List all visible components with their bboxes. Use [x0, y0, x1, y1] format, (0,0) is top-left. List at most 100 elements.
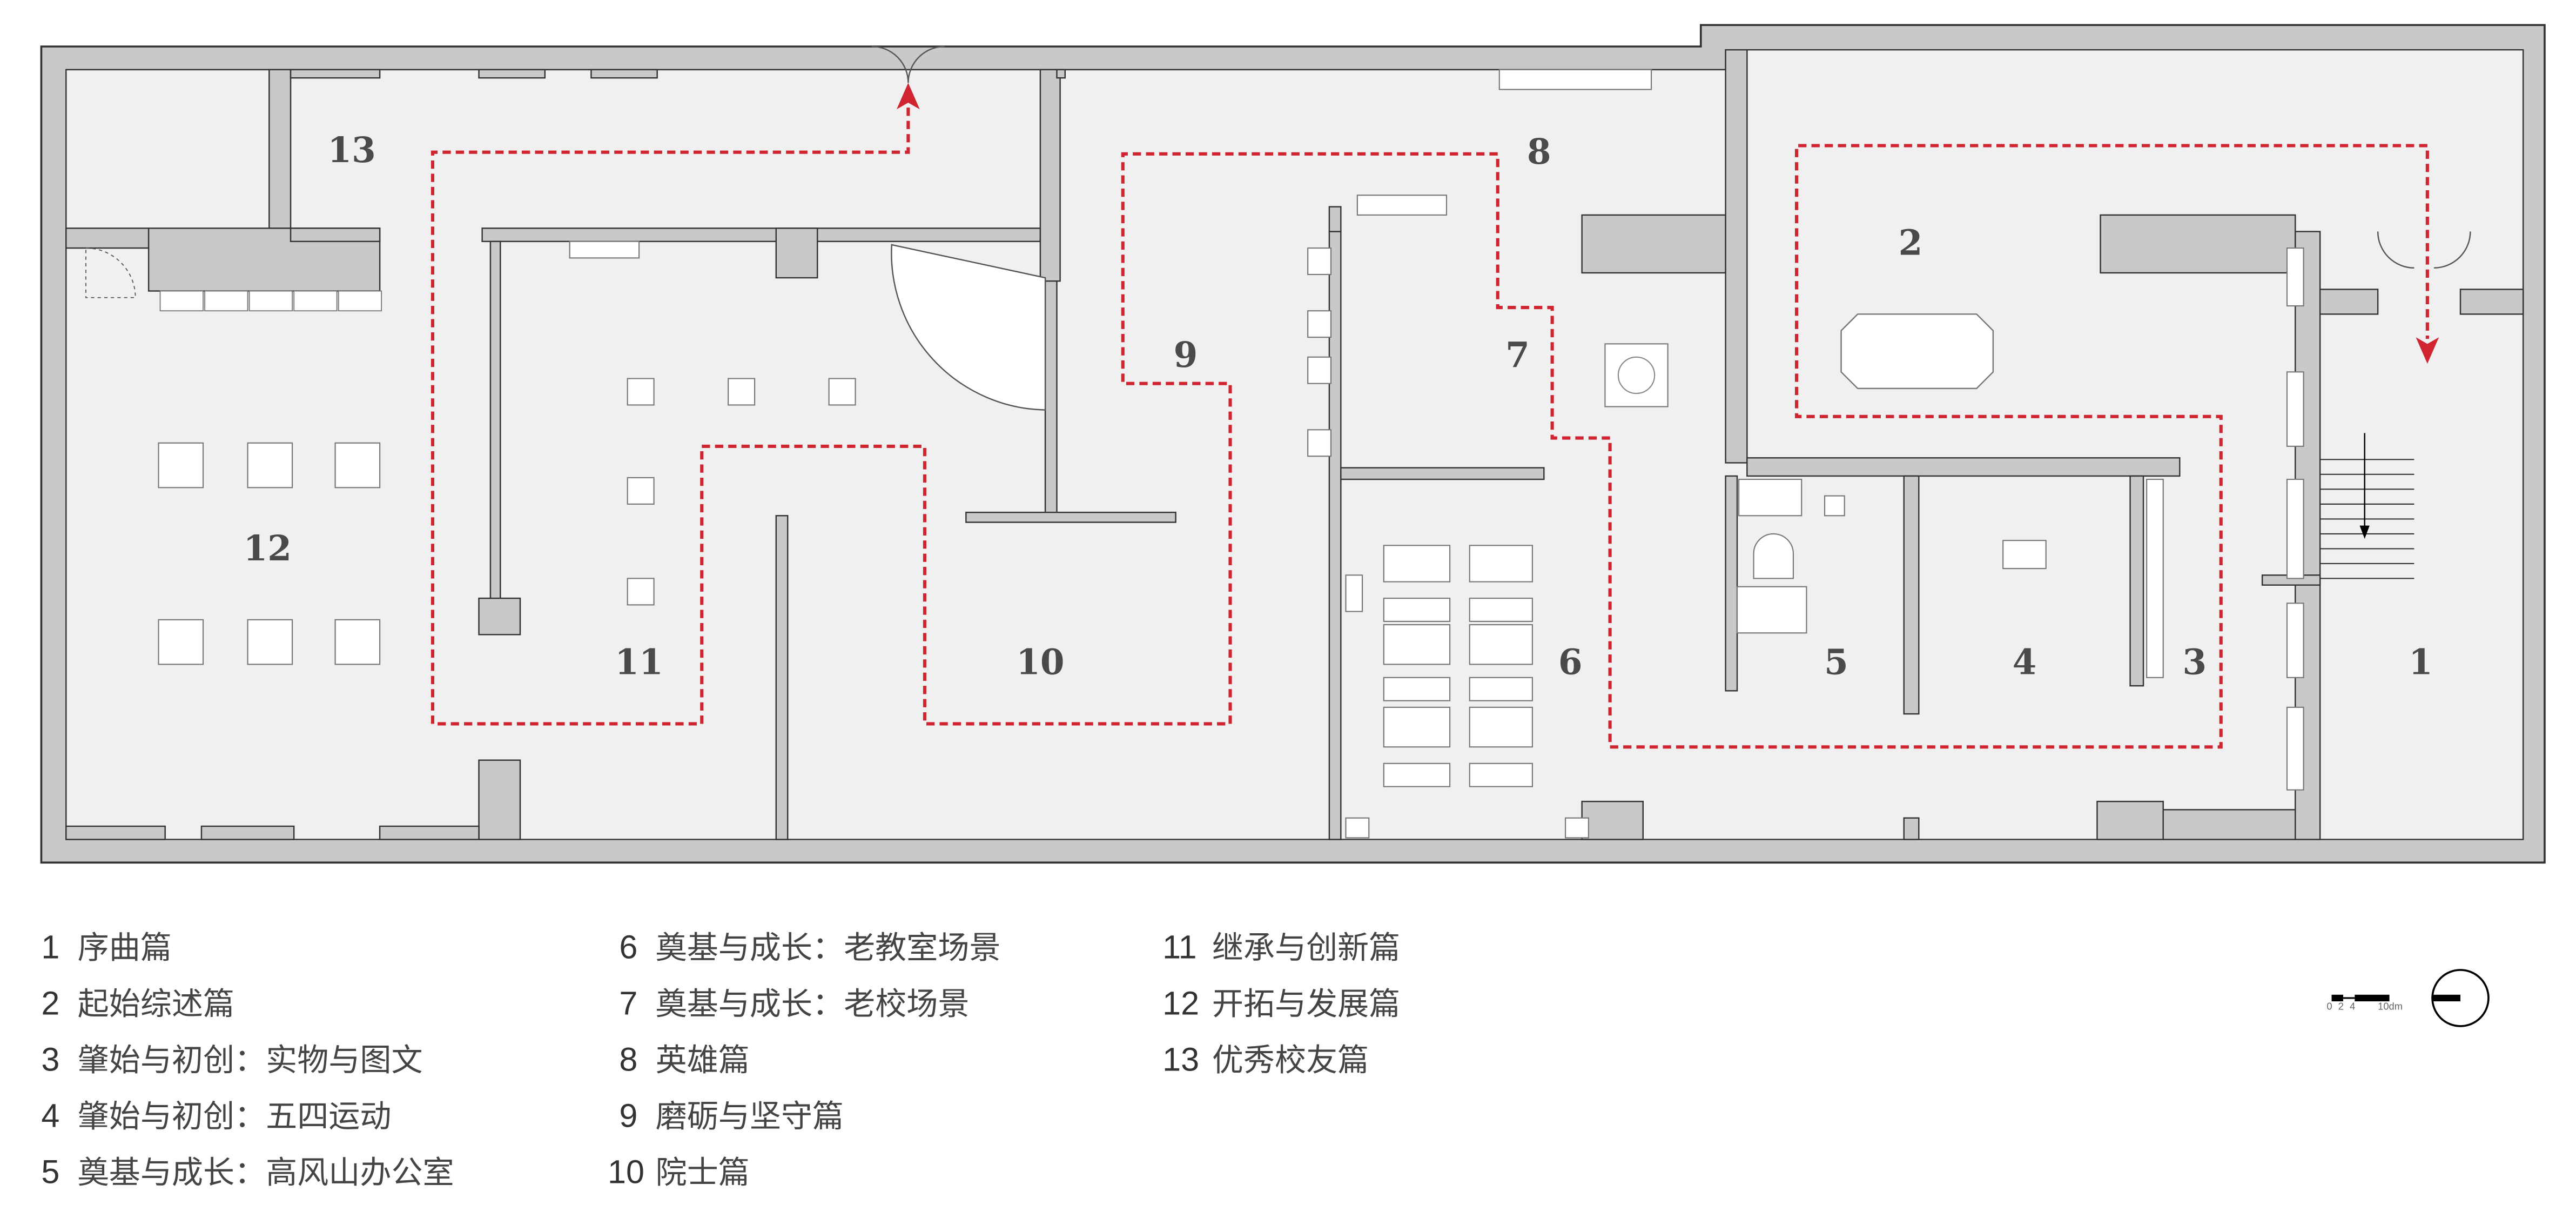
wall [1039, 69, 1061, 282]
arrow-head-icon [2359, 525, 2370, 539]
exhibit-case [1565, 817, 1589, 839]
room-label-8: 8 [1527, 132, 1551, 172]
exhibit-case [1307, 247, 1332, 276]
wall [1340, 467, 1545, 480]
door-icon [872, 45, 945, 83]
wall [2129, 475, 2144, 687]
wall [478, 69, 546, 79]
wall [200, 825, 295, 840]
exhibit-case [2002, 540, 2047, 570]
wall [290, 227, 381, 243]
wall [268, 69, 292, 229]
floor [65, 49, 2524, 840]
exhibit-case [728, 378, 756, 406]
wall [775, 227, 818, 279]
legend-number: 5 [41, 1153, 59, 1190]
exhibit-case [1469, 598, 1534, 622]
wall [2295, 231, 2321, 840]
exhibit-case [1345, 574, 1363, 612]
exhibit-round [1617, 356, 1656, 394]
exhibit-case [1345, 817, 1370, 839]
legend-number: 10 [608, 1153, 644, 1190]
legend-number: 3 [41, 1041, 59, 1078]
room-label-4: 4 [2013, 643, 2037, 683]
door-icon [2377, 231, 2471, 269]
exhibit-case [569, 240, 640, 259]
wall [2459, 289, 2524, 315]
legend-number: 7 [619, 985, 637, 1022]
legend-text: 英雄篇 [656, 1041, 750, 1078]
exhibit-case [627, 378, 655, 406]
exhibit-case [1383, 545, 1451, 583]
wall [965, 511, 1176, 523]
exhibit-case [828, 378, 856, 406]
window-frame [248, 290, 293, 312]
route-line [431, 108, 2429, 749]
wall [2319, 289, 2379, 315]
exhibit-case [1824, 495, 1845, 517]
wall [775, 515, 789, 840]
wall [2100, 214, 2296, 274]
wall [2096, 800, 2164, 840]
exhibit-table [1840, 313, 1994, 390]
stairs [2320, 433, 2414, 579]
wall [65, 227, 150, 249]
wall [478, 759, 521, 840]
legend-text: 开拓与发展篇 [1212, 986, 1400, 1022]
scale-segment [2355, 994, 2390, 1002]
wall [1581, 800, 1644, 840]
scale-tick: 2 [2338, 1000, 2344, 1012]
window-frame [338, 290, 382, 312]
exhibit-case [1469, 762, 1534, 787]
room-label-3: 3 [2182, 643, 2207, 683]
legend-number: 6 [619, 929, 637, 966]
exhibit-case [1604, 343, 1669, 407]
wall [65, 825, 166, 840]
exhibit-case [1469, 706, 1534, 748]
legend-text: 肇始与初创：五四运动 [78, 1097, 392, 1134]
room-labels: 1 2 3 4 5 6 7 8 9 10 11 12 13 [244, 130, 2433, 683]
window-frame [204, 290, 248, 312]
exhibit-case [158, 619, 204, 665]
exhibit-case [2146, 478, 2164, 678]
exhibit-case [334, 442, 381, 488]
exhibit-case [1383, 598, 1451, 622]
room-label-2: 2 [1899, 223, 1923, 263]
legend: 1 序曲篇 2 起始综述篇 3 肇始与初创：实物与图文 4 肇始与初创：五四运动… [41, 929, 1400, 1191]
legend-text: 肇始与初创：实物与图文 [78, 1041, 423, 1078]
legend-number: 1 [41, 929, 59, 966]
wall [379, 825, 480, 840]
legend-text: 院士篇 [656, 1154, 750, 1190]
legend-text: 奠基与成长：老校场景 [656, 986, 970, 1022]
exhibit-case [2286, 603, 2304, 678]
exhibit-case [247, 442, 293, 488]
wall [1903, 475, 1920, 715]
room-label-1: 1 [2409, 643, 2433, 683]
room-label-7: 7 [1505, 335, 1530, 376]
room-label-6: 6 [1558, 643, 1583, 683]
wall [2162, 809, 2296, 840]
door-icon [85, 247, 136, 298]
exhibit-case [1383, 624, 1451, 665]
legend-text: 优秀校友篇 [1212, 1041, 1369, 1078]
exhibit-case [1469, 677, 1534, 701]
wall [1044, 280, 1058, 517]
entrance-arrow-icon [896, 83, 920, 110]
wall [590, 69, 658, 79]
exhibit-case [2286, 478, 2304, 579]
legend-number: 4 [41, 1097, 59, 1134]
window-frame [159, 290, 204, 312]
scale-tick: 4 [2350, 1000, 2355, 1012]
wall [478, 597, 521, 635]
exhibit-case [2286, 247, 2304, 307]
exhibit-case [1383, 762, 1451, 787]
legend-number: 9 [619, 1097, 637, 1134]
legend-number: 8 [619, 1041, 637, 1078]
exhibit-case [1307, 310, 1332, 338]
wall [290, 69, 381, 79]
exhibit-case [2286, 371, 2304, 447]
wall [481, 227, 1041, 243]
room-label-12: 12 [244, 528, 292, 569]
wall [1725, 475, 1738, 692]
